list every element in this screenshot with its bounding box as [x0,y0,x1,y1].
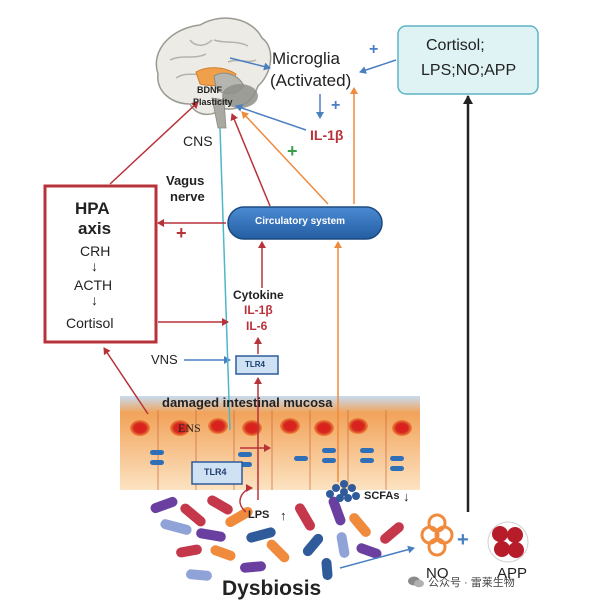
app-molecule-icon [487,521,529,563]
plus-cortisol-microglia: + [369,41,379,58]
tlr4-upper-label: TLR4 [245,360,265,369]
hpa-cortisol-label: Cortisol [66,315,114,331]
watermark-text: 公众号 · 雷莱生物 [428,577,515,589]
wechat-icon [408,576,424,588]
tlr4-lower-label: TLR4 [204,467,227,477]
app-label: APP [497,565,528,582]
crh-label: CRH [80,243,111,259]
il6-label: IL-6 [246,319,268,333]
axis-label: axis [78,219,112,238]
intestinal-mucosa [120,396,420,490]
dysbiosis-label: Dysbiosis [222,577,322,600]
lps-label: LPS [248,509,270,521]
acth-label: ACTH [74,277,113,293]
hpa-axis-box [43,184,158,344]
brain-icon [155,17,272,129]
cortisol-lps-box [397,25,539,95]
cns-label: CNS [183,133,213,149]
vagus-label: Vagus [166,173,205,188]
plus-green: + [287,141,298,161]
circulatory-label: Circulatory system [255,216,346,227]
watermark: 公众号 · 雷莱生物 [408,574,515,590]
no-label: NO [426,565,449,582]
cytokine-label: Cytokine [233,288,284,302]
bacteria-cluster [150,480,404,581]
nerve-label: nerve [170,189,205,204]
microglia-label: Microglia [272,49,341,68]
plasticity-label: Plasticity [193,97,233,107]
hpa-label: HPA [75,199,110,218]
acth-cortisol-arrow: ↓ [91,292,98,308]
tlr4-upper-box [235,355,279,375]
plus-il1b: + [331,97,341,114]
circulatory-system-pill [227,206,383,240]
lps-up-arrow: ↑ [280,508,287,523]
scfas-label: SCFAs [364,490,400,502]
plus-no-app: + [457,529,469,551]
vns-label: VNS [151,352,178,367]
cortisol-box-line1: Cortisol; [426,37,485,54]
bdnf-label: BDNF [197,85,222,95]
cortisol-box-line2: LPS;NO;APP [421,62,517,79]
ens-label: ENS [178,421,201,435]
microglia-activated-label: (Activated) [270,71,352,90]
mucosa-label: damaged intestinal mucosa [162,395,333,410]
il1b-cytokine-label: IL-1β [244,303,273,317]
no-molecule-icon [420,513,454,557]
il1b-brain-label: IL-1β [310,127,344,143]
plus-hpa: + [176,223,187,243]
tlr4-lower-box [191,461,243,485]
diagram-arrows [103,57,473,569]
scfas-down-arrow: ↓ [403,489,410,504]
crh-acth-arrow: ↓ [91,258,98,274]
